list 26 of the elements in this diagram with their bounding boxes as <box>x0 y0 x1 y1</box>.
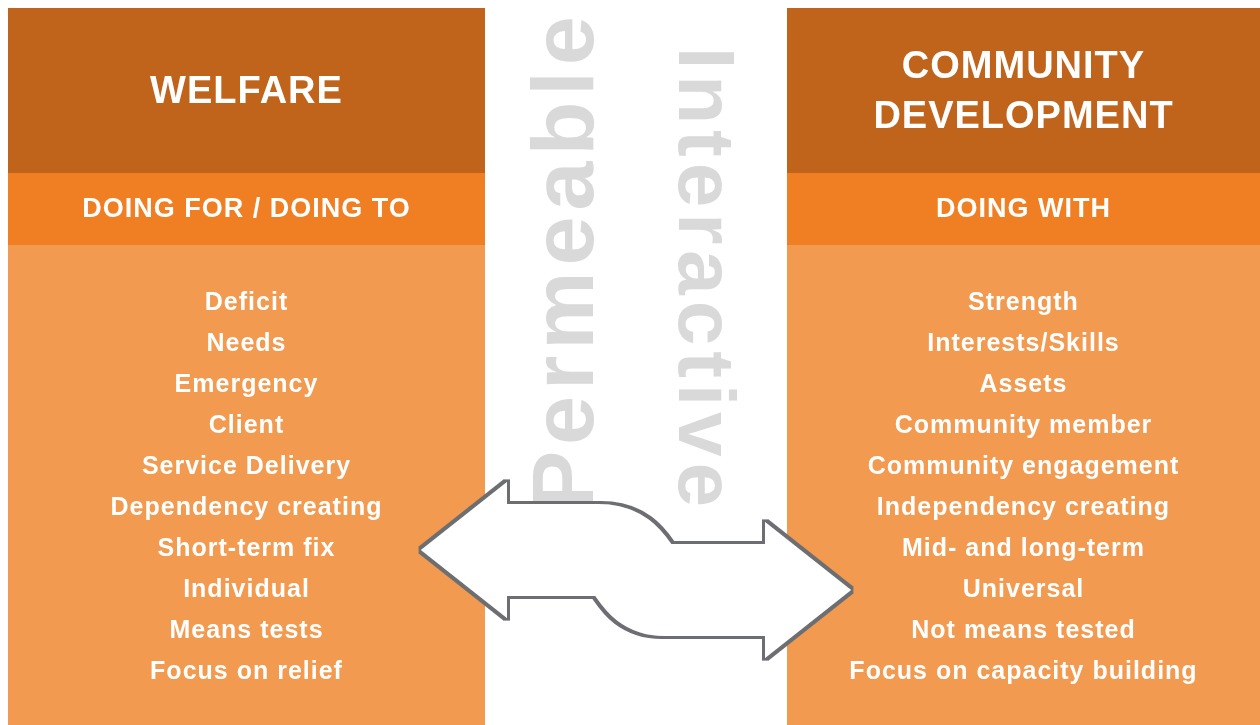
list-item: Not means tested <box>911 614 1136 645</box>
list-item: Short-term fix <box>157 532 336 563</box>
list-item: Dependency creating <box>110 491 383 522</box>
list-panel <box>8 245 485 725</box>
subtitle-band: DOING FOR / DOING TO <box>8 173 485 245</box>
list-item: Needs <box>206 327 287 358</box>
list-item: Interests/Skills <box>927 327 1120 358</box>
list-item: Universal <box>962 573 1085 604</box>
list-item: Focus on relief <box>150 655 343 686</box>
list-item: Deficit <box>204 286 289 317</box>
list-item: Community member <box>894 409 1153 440</box>
list-item: Mid- and long-term <box>902 532 1145 563</box>
list-item: Independency creating <box>876 491 1171 522</box>
list-item: Individual <box>183 573 310 604</box>
list-item: Emergency <box>174 368 319 399</box>
list-panel <box>787 245 1260 725</box>
subtitle-band: DOING WITH <box>787 173 1260 245</box>
list-item: Assets <box>979 368 1068 399</box>
title-band: WELFARE <box>8 8 485 173</box>
list-item: Means tests <box>169 614 324 645</box>
list-item: Community engagement <box>867 450 1180 481</box>
list-item: Client <box>208 409 285 440</box>
list-item: Service Delivery <box>141 450 352 481</box>
title-band: COMMUNITY DEVELOPMENT <box>787 8 1260 173</box>
list-item: Strength <box>968 286 1079 317</box>
list-item: Focus on capacity building <box>849 655 1198 686</box>
